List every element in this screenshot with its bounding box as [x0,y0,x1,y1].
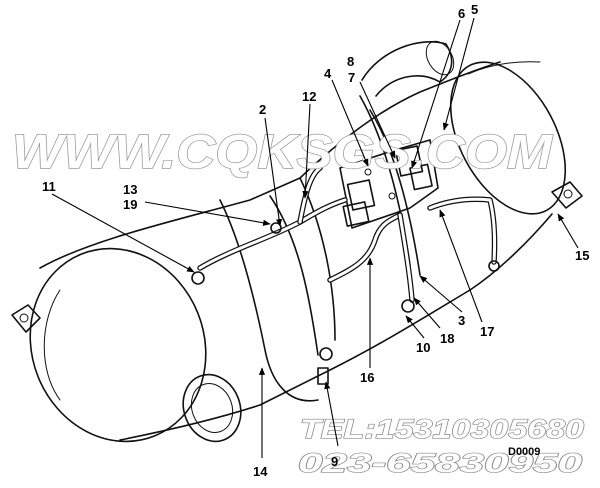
leader-18 [413,297,441,329]
figure-code: D0009 [508,446,540,458]
leader-7 [359,81,396,159]
callout-11: 11 [42,179,56,194]
leader-12 [302,103,311,199]
callout-15: 15 [575,248,589,263]
callout-2: 2 [259,102,266,117]
callout-10: 10 [416,340,430,355]
callout-4: 4 [324,66,332,81]
callout-3: 3 [458,313,465,328]
callout-12: 12 [302,89,316,104]
callout-5: 5 [471,2,478,17]
watermark-site: WWW.CQKSGS.COM [12,126,553,179]
callout-17: 17 [480,324,494,339]
sensor-module [339,139,439,229]
callout-7: 7 [348,70,355,85]
leader-3 [419,275,463,313]
callout-16: 16 [360,370,374,385]
sensor-tubes [191,165,500,385]
watermark-landline: 023-65830950 [298,448,582,478]
leader-9 [324,381,339,447]
aftertreatment-housing [11,40,583,443]
callout-labels: 6 5 8 7 4 12 2 11 13 19 15 3 17 18 10 16… [42,2,589,479]
leader-17 [439,209,483,323]
callout-13: 13 [123,182,137,197]
leader-13-19 [144,201,271,226]
callout-19: 19 [123,197,137,212]
leader-lines [51,17,579,458]
leader-10 [405,315,425,339]
watermark-phone: TEL:15310305680 [300,414,584,444]
leader-15 [557,213,579,249]
callout-6: 6 [458,6,465,21]
callout-9: 9 [331,454,338,469]
leader-2 [264,117,283,227]
callout-8: 8 [347,54,354,69]
callout-18: 18 [440,331,454,346]
leader-6 [411,19,461,169]
leader-11 [51,193,195,273]
leader-4 [331,79,369,167]
callout-14: 14 [253,464,268,479]
leader-5 [442,17,475,131]
